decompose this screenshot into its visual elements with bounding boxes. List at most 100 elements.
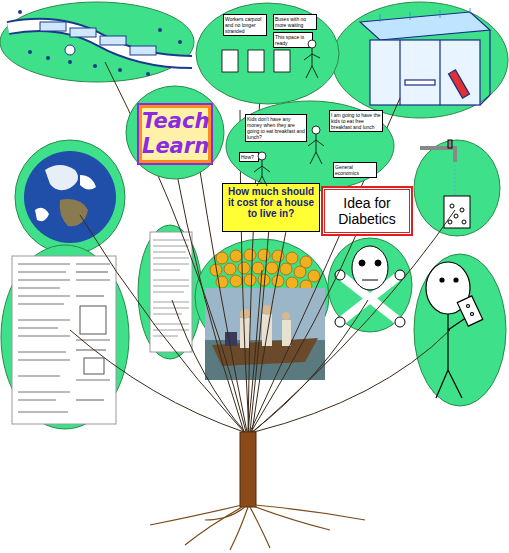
coins-painting xyxy=(282,312,290,320)
document-pages xyxy=(18,287,60,288)
tree-branches xyxy=(70,330,244,432)
document-pages xyxy=(80,306,106,334)
faucet-glass xyxy=(420,140,470,228)
picture-ellipses xyxy=(332,2,508,118)
picture-ellipses xyxy=(15,140,125,254)
tree-branches xyxy=(253,210,455,432)
bus-shelter xyxy=(399,40,400,105)
tree-trunk xyxy=(150,432,365,550)
faucet-glass xyxy=(444,196,470,228)
tree-trunk xyxy=(240,432,256,507)
coins-painting xyxy=(294,266,306,278)
person-drinking xyxy=(440,278,444,282)
document-pages xyxy=(18,327,58,328)
coins-painting xyxy=(238,262,250,274)
road-buses xyxy=(70,28,96,37)
road-buses xyxy=(18,10,22,14)
skull-crossbones xyxy=(362,280,378,281)
coins-painting xyxy=(230,275,242,287)
coins-painting xyxy=(308,270,320,282)
earth-globe xyxy=(24,151,116,243)
document-pages xyxy=(153,286,189,287)
bus-shelter xyxy=(370,40,480,105)
earth-globe xyxy=(80,175,96,190)
bus-shelter xyxy=(360,12,490,40)
faucet-glass xyxy=(448,204,466,224)
tree-branches xyxy=(80,215,244,432)
picture-ellipses xyxy=(138,225,202,359)
document-pages xyxy=(76,349,106,350)
faucet-glass xyxy=(448,220,452,224)
document-pages xyxy=(18,271,66,272)
skull-crossbones xyxy=(335,270,345,280)
coins-painting xyxy=(230,250,242,262)
picture-ellipses xyxy=(0,2,194,82)
bus-shelter xyxy=(449,70,470,98)
document-pages xyxy=(153,292,184,293)
document-pages xyxy=(18,411,68,412)
bus-shelter xyxy=(380,14,381,22)
coins-painting xyxy=(266,262,278,274)
road-buses xyxy=(65,45,75,55)
road-buses xyxy=(130,46,156,55)
skull-crossbones xyxy=(335,317,345,327)
tree-branches xyxy=(251,215,365,432)
bus-shelter xyxy=(410,12,411,20)
road-buses xyxy=(93,64,97,68)
bus-shelter xyxy=(360,8,490,105)
earth-globe xyxy=(35,208,49,221)
coins-painting xyxy=(224,263,236,275)
document-pages xyxy=(153,246,189,247)
faucet-glass xyxy=(450,204,454,208)
road-buses xyxy=(146,72,150,76)
comic-ellipse: Workers carpool and no longer strandedBu… xyxy=(195,2,340,105)
road-buses xyxy=(100,36,126,45)
document-pages xyxy=(153,240,189,241)
node-text: How much should it cost for a house to l… xyxy=(227,186,315,219)
road-buses xyxy=(28,50,32,54)
document-pages xyxy=(153,264,189,265)
tree-branches xyxy=(105,62,246,432)
tree-branches xyxy=(70,62,455,432)
road-buses xyxy=(118,68,122,72)
document-pages xyxy=(153,240,189,336)
skull-crossbones xyxy=(395,317,405,327)
skull-crossbones xyxy=(359,260,365,266)
coins-painting xyxy=(240,309,250,319)
bus-shelter xyxy=(440,10,441,18)
document-pages xyxy=(76,295,104,296)
document-pages xyxy=(76,263,110,264)
document-pages xyxy=(153,308,189,309)
tree-trunk xyxy=(250,507,270,548)
document-pages xyxy=(12,256,116,424)
bus-shelter xyxy=(480,95,490,105)
person-drinking xyxy=(454,278,458,282)
road-buses xyxy=(46,56,50,60)
node-text: This space is ready xyxy=(273,32,313,48)
faucet-glass xyxy=(460,208,464,212)
bus-shelter xyxy=(489,30,490,95)
road-buses xyxy=(40,22,66,31)
document-pages xyxy=(153,270,180,271)
document-pages xyxy=(84,358,104,374)
document-pages xyxy=(12,232,192,424)
person-drinking xyxy=(436,370,448,398)
document-pages xyxy=(76,379,110,380)
document-pages xyxy=(153,258,189,259)
road-buses xyxy=(8,25,192,62)
picture-ellipses xyxy=(414,140,500,236)
document-pages xyxy=(153,280,189,281)
document-pages xyxy=(18,263,70,264)
road-buses xyxy=(8,25,192,62)
tree-branches xyxy=(252,300,368,432)
coins-painting xyxy=(244,249,256,261)
coins-painting xyxy=(282,320,291,346)
person-drinking xyxy=(457,296,482,326)
node-text: Teach Learn xyxy=(139,105,211,163)
coins-painting xyxy=(205,249,325,380)
coins-painting xyxy=(240,305,290,320)
person-drinking xyxy=(426,262,483,398)
document-pages xyxy=(18,335,70,336)
document-pages xyxy=(18,279,70,280)
